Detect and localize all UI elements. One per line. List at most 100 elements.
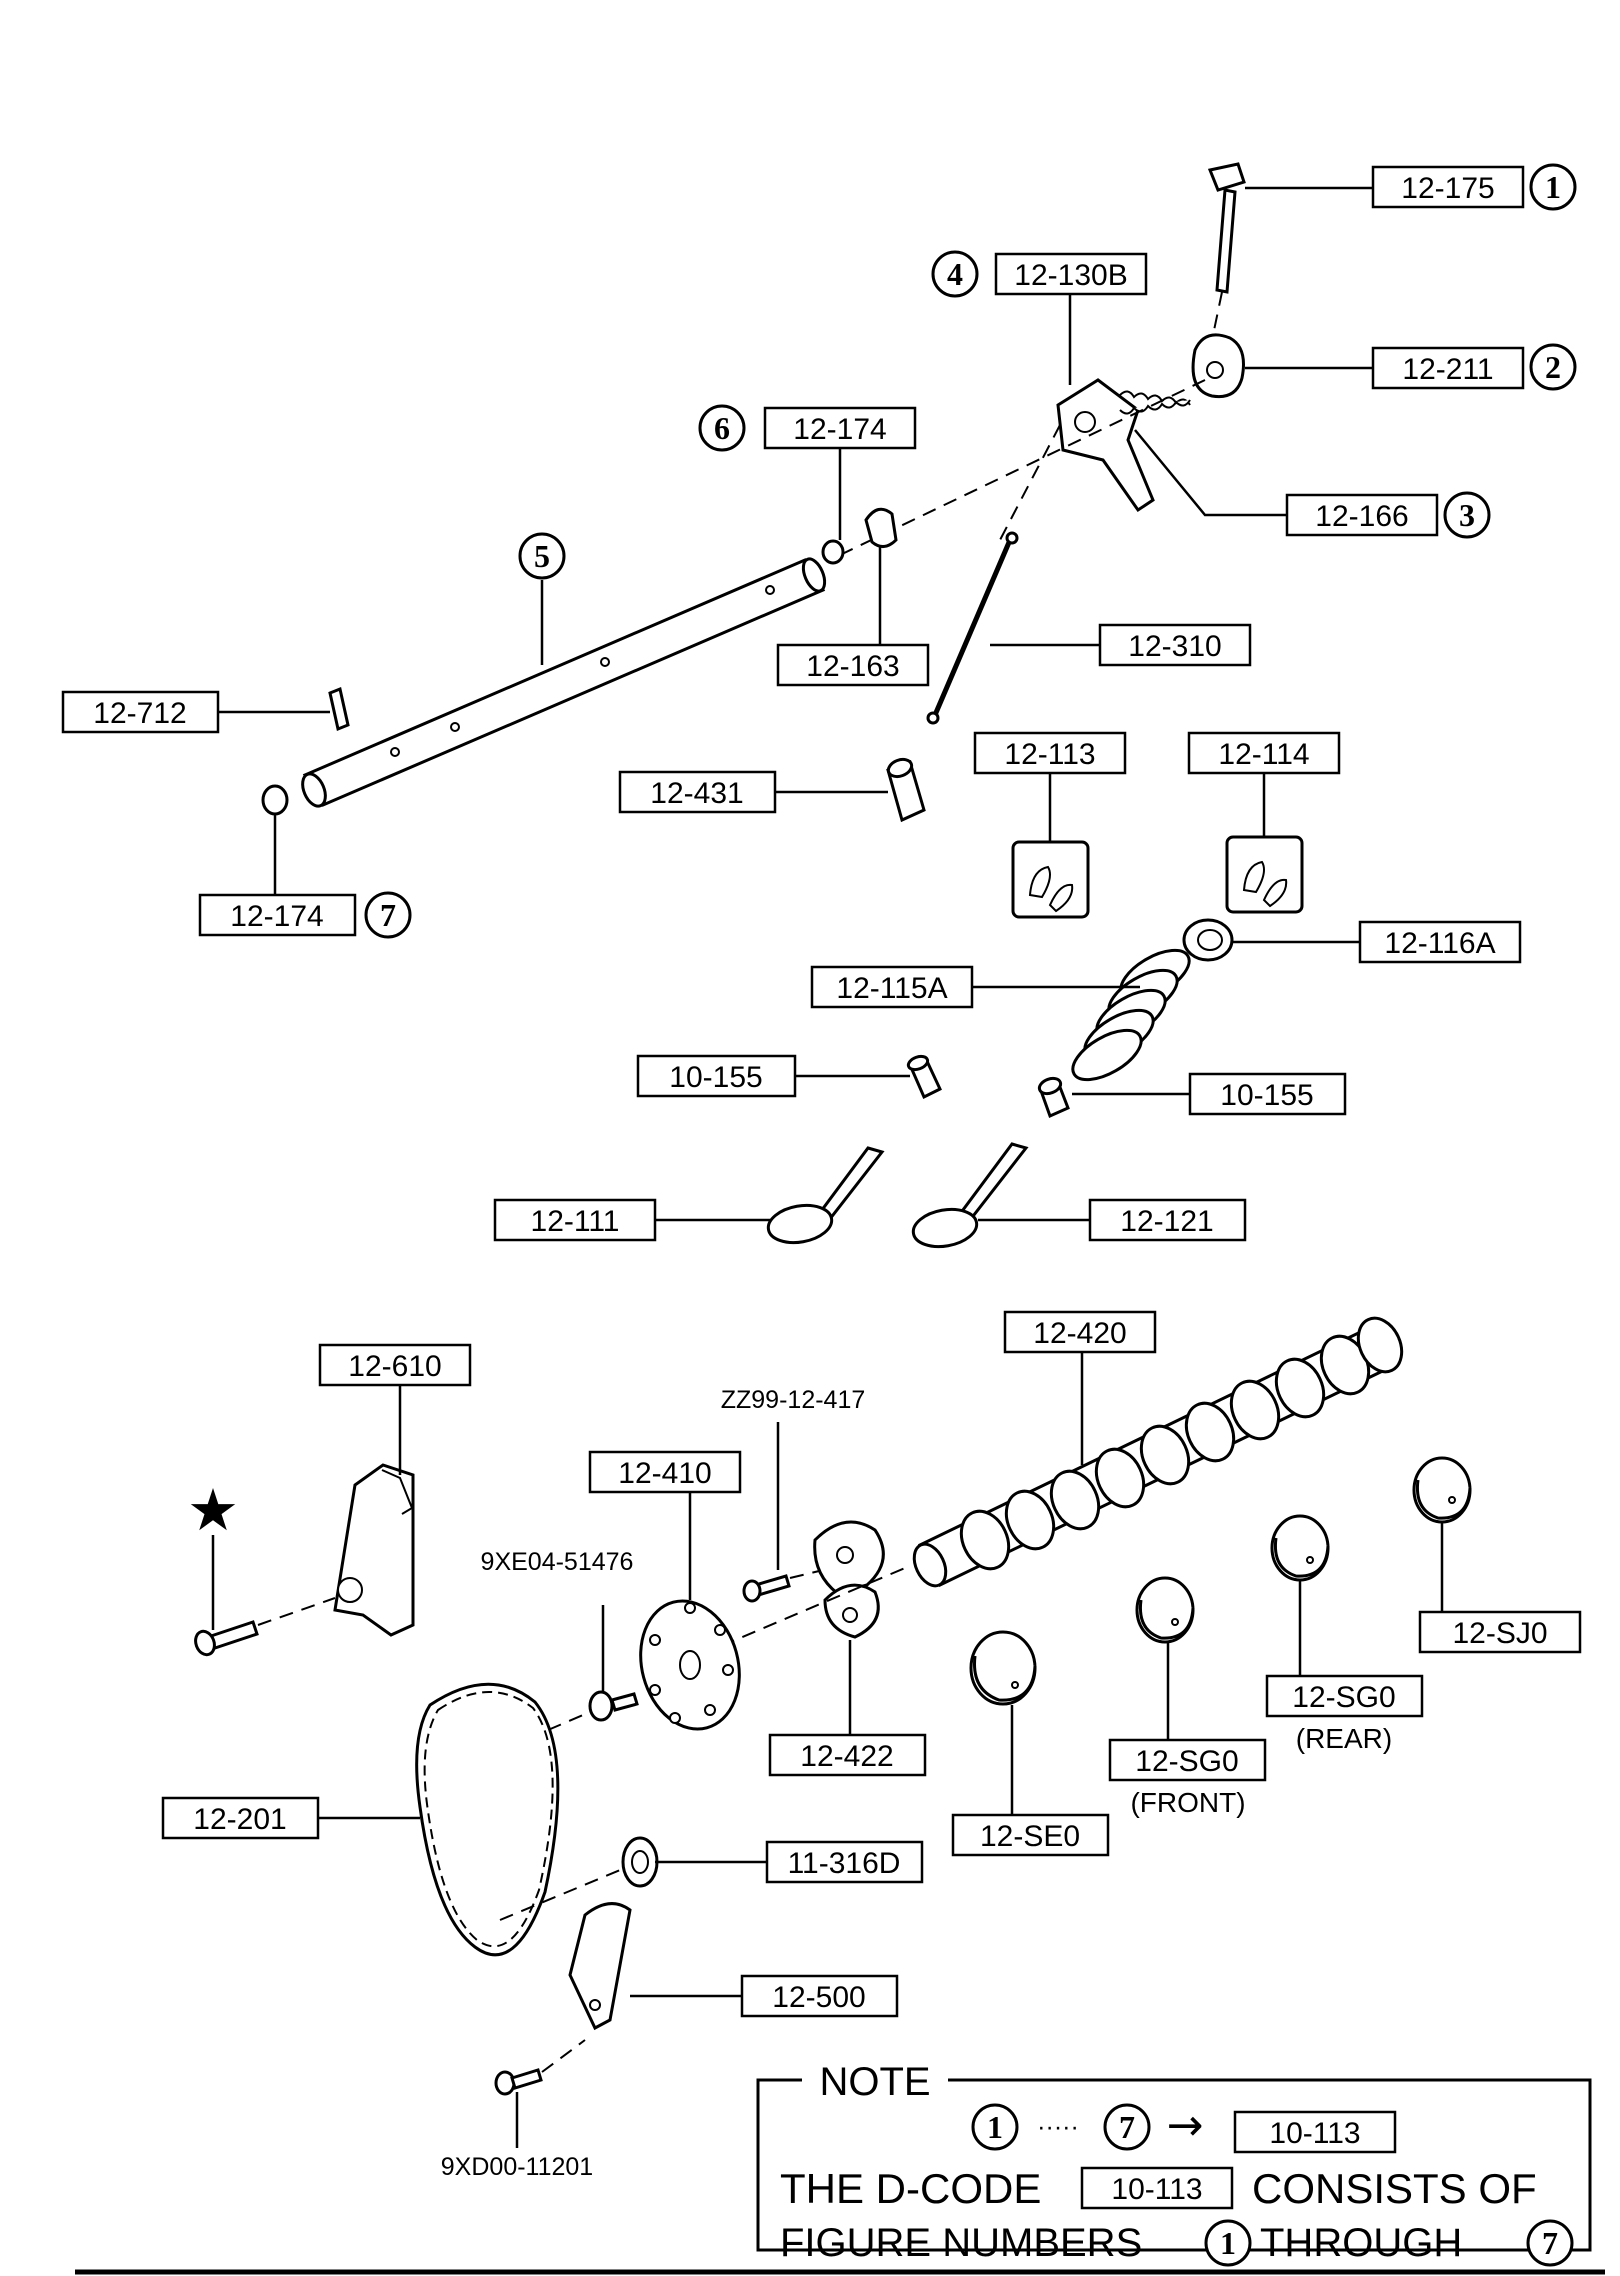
star-icon: ★ [187,1476,239,1544]
label-12-420: 12-420 [1003,1310,1157,1354]
svg-text:1: 1 [1545,169,1561,205]
bearing-12-SG0-front-drawing [1135,1576,1195,1644]
svg-text:6: 6 [714,410,730,446]
bearing-12-SE0-drawing [969,1630,1037,1706]
note-line-1: THE D-CODE 10-113 CONSISTS OF [780,2165,1537,2212]
sprocket-12-410-drawing [639,1599,741,1731]
label-10-155-left: 10-155 [636,1054,797,1098]
bolt-ZZ99-12-417-drawing [742,1565,841,1603]
bolt-12-175-drawing [1207,162,1246,341]
camshaft-axis-dashed [699,1567,906,1656]
callout-4: 4 [931,250,979,298]
svg-text:3: 3 [1459,497,1475,533]
svg-text:CONSISTS OF: CONSISTS OF [1252,2165,1537,2212]
svg-text:12-113: 12-113 [1004,738,1095,771]
label-12-163: 12-163 [776,643,930,687]
label-12-310: 12-310 [1098,623,1252,667]
leader-12-166 [1134,429,1287,517]
svg-text:5: 5 [534,538,550,574]
svg-text:12-SE0: 12-SE0 [980,1820,1080,1853]
svg-text:12-431: 12-431 [650,777,743,810]
svg-text:2: 2 [1545,349,1561,385]
label-12-SG0-front: 12-SG0 [1108,1738,1267,1782]
label-12-SE0: 12-SE0 [951,1813,1110,1857]
retainer-12-116A-drawing [1182,918,1234,962]
label-12-422: 12-422 [768,1733,927,1777]
lifter-12-431-drawing [886,757,926,823]
valve-spring-12-115A-drawing [1071,948,1191,1082]
seal-10-155-right-drawing [1037,1076,1070,1119]
svg-text:12-610: 12-610 [348,1350,441,1383]
chain-guide-12-500-drawing [568,1902,632,2031]
svg-text:·····: ····· [1037,2113,1079,2141]
label-12-130B: 12-130B [994,252,1148,296]
pin-12-712-drawing [328,686,350,732]
bolt-9XE04-51476-drawing [547,1690,639,1731]
svg-text:12-410: 12-410 [618,1457,711,1490]
note-range-line: 1 ····· 7 → 10-113 [971,2100,1397,2154]
svg-text:12-174: 12-174 [230,900,323,933]
label-12-SG0-rear: 12-SG0 [1265,1674,1424,1718]
svg-text:12-422: 12-422 [800,1740,893,1773]
tensioner-12-610-drawing [333,1463,415,1637]
spacer-12-163-drawing [864,507,898,548]
svg-text:12-SG0: 12-SG0 [1135,1745,1238,1778]
push-rod-12-310-drawing [926,531,1019,725]
valve-keys-12-114-drawing [1225,835,1304,914]
svg-text:12-115A: 12-115A [836,972,947,1005]
label-12-211: 12-211 [1371,346,1525,390]
svg-text:12-SG0: 12-SG0 [1292,1681,1395,1714]
svg-text:FIGURE NUMBERS: FIGURE NUMBERS [780,2221,1142,2265]
svg-text:12-121: 12-121 [1120,1205,1213,1238]
bolt-9XD00-11201-drawing [494,2039,586,2096]
svg-text:12-175: 12-175 [1401,172,1494,205]
washer-12-174-top-drawing [821,539,845,565]
seal-10-155-left-drawing [906,1054,942,1100]
callout-2: 2 [1529,343,1577,391]
svg-text:12-SJ0: 12-SJ0 [1452,1617,1547,1650]
valve-12-121-drawing [911,1142,1029,1249]
label-12-712: 12-712 [61,690,220,734]
svg-text:12-163: 12-163 [806,650,899,683]
rocker-arm-12-130B-drawing [1056,378,1191,513]
svg-text:4: 4 [947,256,963,292]
label-12-114: 12-114 [1187,731,1341,775]
label-12-166: 12-166 [1285,493,1439,537]
callout-7: 7 [364,891,412,939]
svg-text:12-420: 12-420 [1033,1317,1126,1350]
svg-text:THE D-CODE: THE D-CODE [780,2165,1041,2212]
label-12-610: 12-610 [318,1343,472,1387]
label-9XE04-51476: 9XE04-51476 [481,1548,634,1576]
svg-text:7: 7 [380,897,396,933]
note-title: NOTE [819,2060,930,2104]
svg-text:THROUGH: THROUGH [1260,2221,1462,2265]
svg-text:10-113: 10-113 [1111,2173,1202,2206]
camshaft-12-420-drawing [912,1316,1404,1588]
label-12-115A: 12-115A [810,965,974,1009]
note-line-2: FIGURE NUMBERS 1 THROUGH 7 [780,2219,1574,2267]
label-ZZ99-12-417: ZZ99-12-417 [721,1386,866,1414]
svg-text:12-116A: 12-116A [1384,927,1495,960]
svg-text:7: 7 [1542,2225,1558,2261]
timing-chain-12-201-drawing [415,1682,560,1957]
svg-text:11-316D: 11-316D [788,1847,901,1880]
svg-text:7: 7 [1119,2109,1135,2145]
svg-text:12-114: 12-114 [1218,738,1309,771]
svg-text:12-310: 12-310 [1128,630,1221,663]
svg-text:10-155: 10-155 [669,1061,762,1094]
crank-sprocket-11-316D-drawing [499,1836,659,1921]
label-12-113: 12-113 [973,731,1127,775]
label-12-SJ0: 12-SJ0 [1418,1610,1582,1654]
callout-6: 6 [698,404,746,452]
callout-1: 1 [1529,163,1577,211]
label-10-155-right: 10-155 [1188,1072,1347,1116]
tensioner-bolt-drawing [194,1597,336,1657]
note-box: NOTE 1 ····· 7 → 10-113 THE D-CODE 10-11… [756,2060,1592,2267]
label-12-174-top: 12-174 [763,406,917,450]
sublabel-rear: (REAR) [1296,1723,1392,1754]
pushrod-axis-dashed [999,424,1061,541]
svg-text:12-166: 12-166 [1315,500,1408,533]
svg-text:1: 1 [987,2109,1003,2145]
support-12-211-drawing [1191,333,1245,399]
